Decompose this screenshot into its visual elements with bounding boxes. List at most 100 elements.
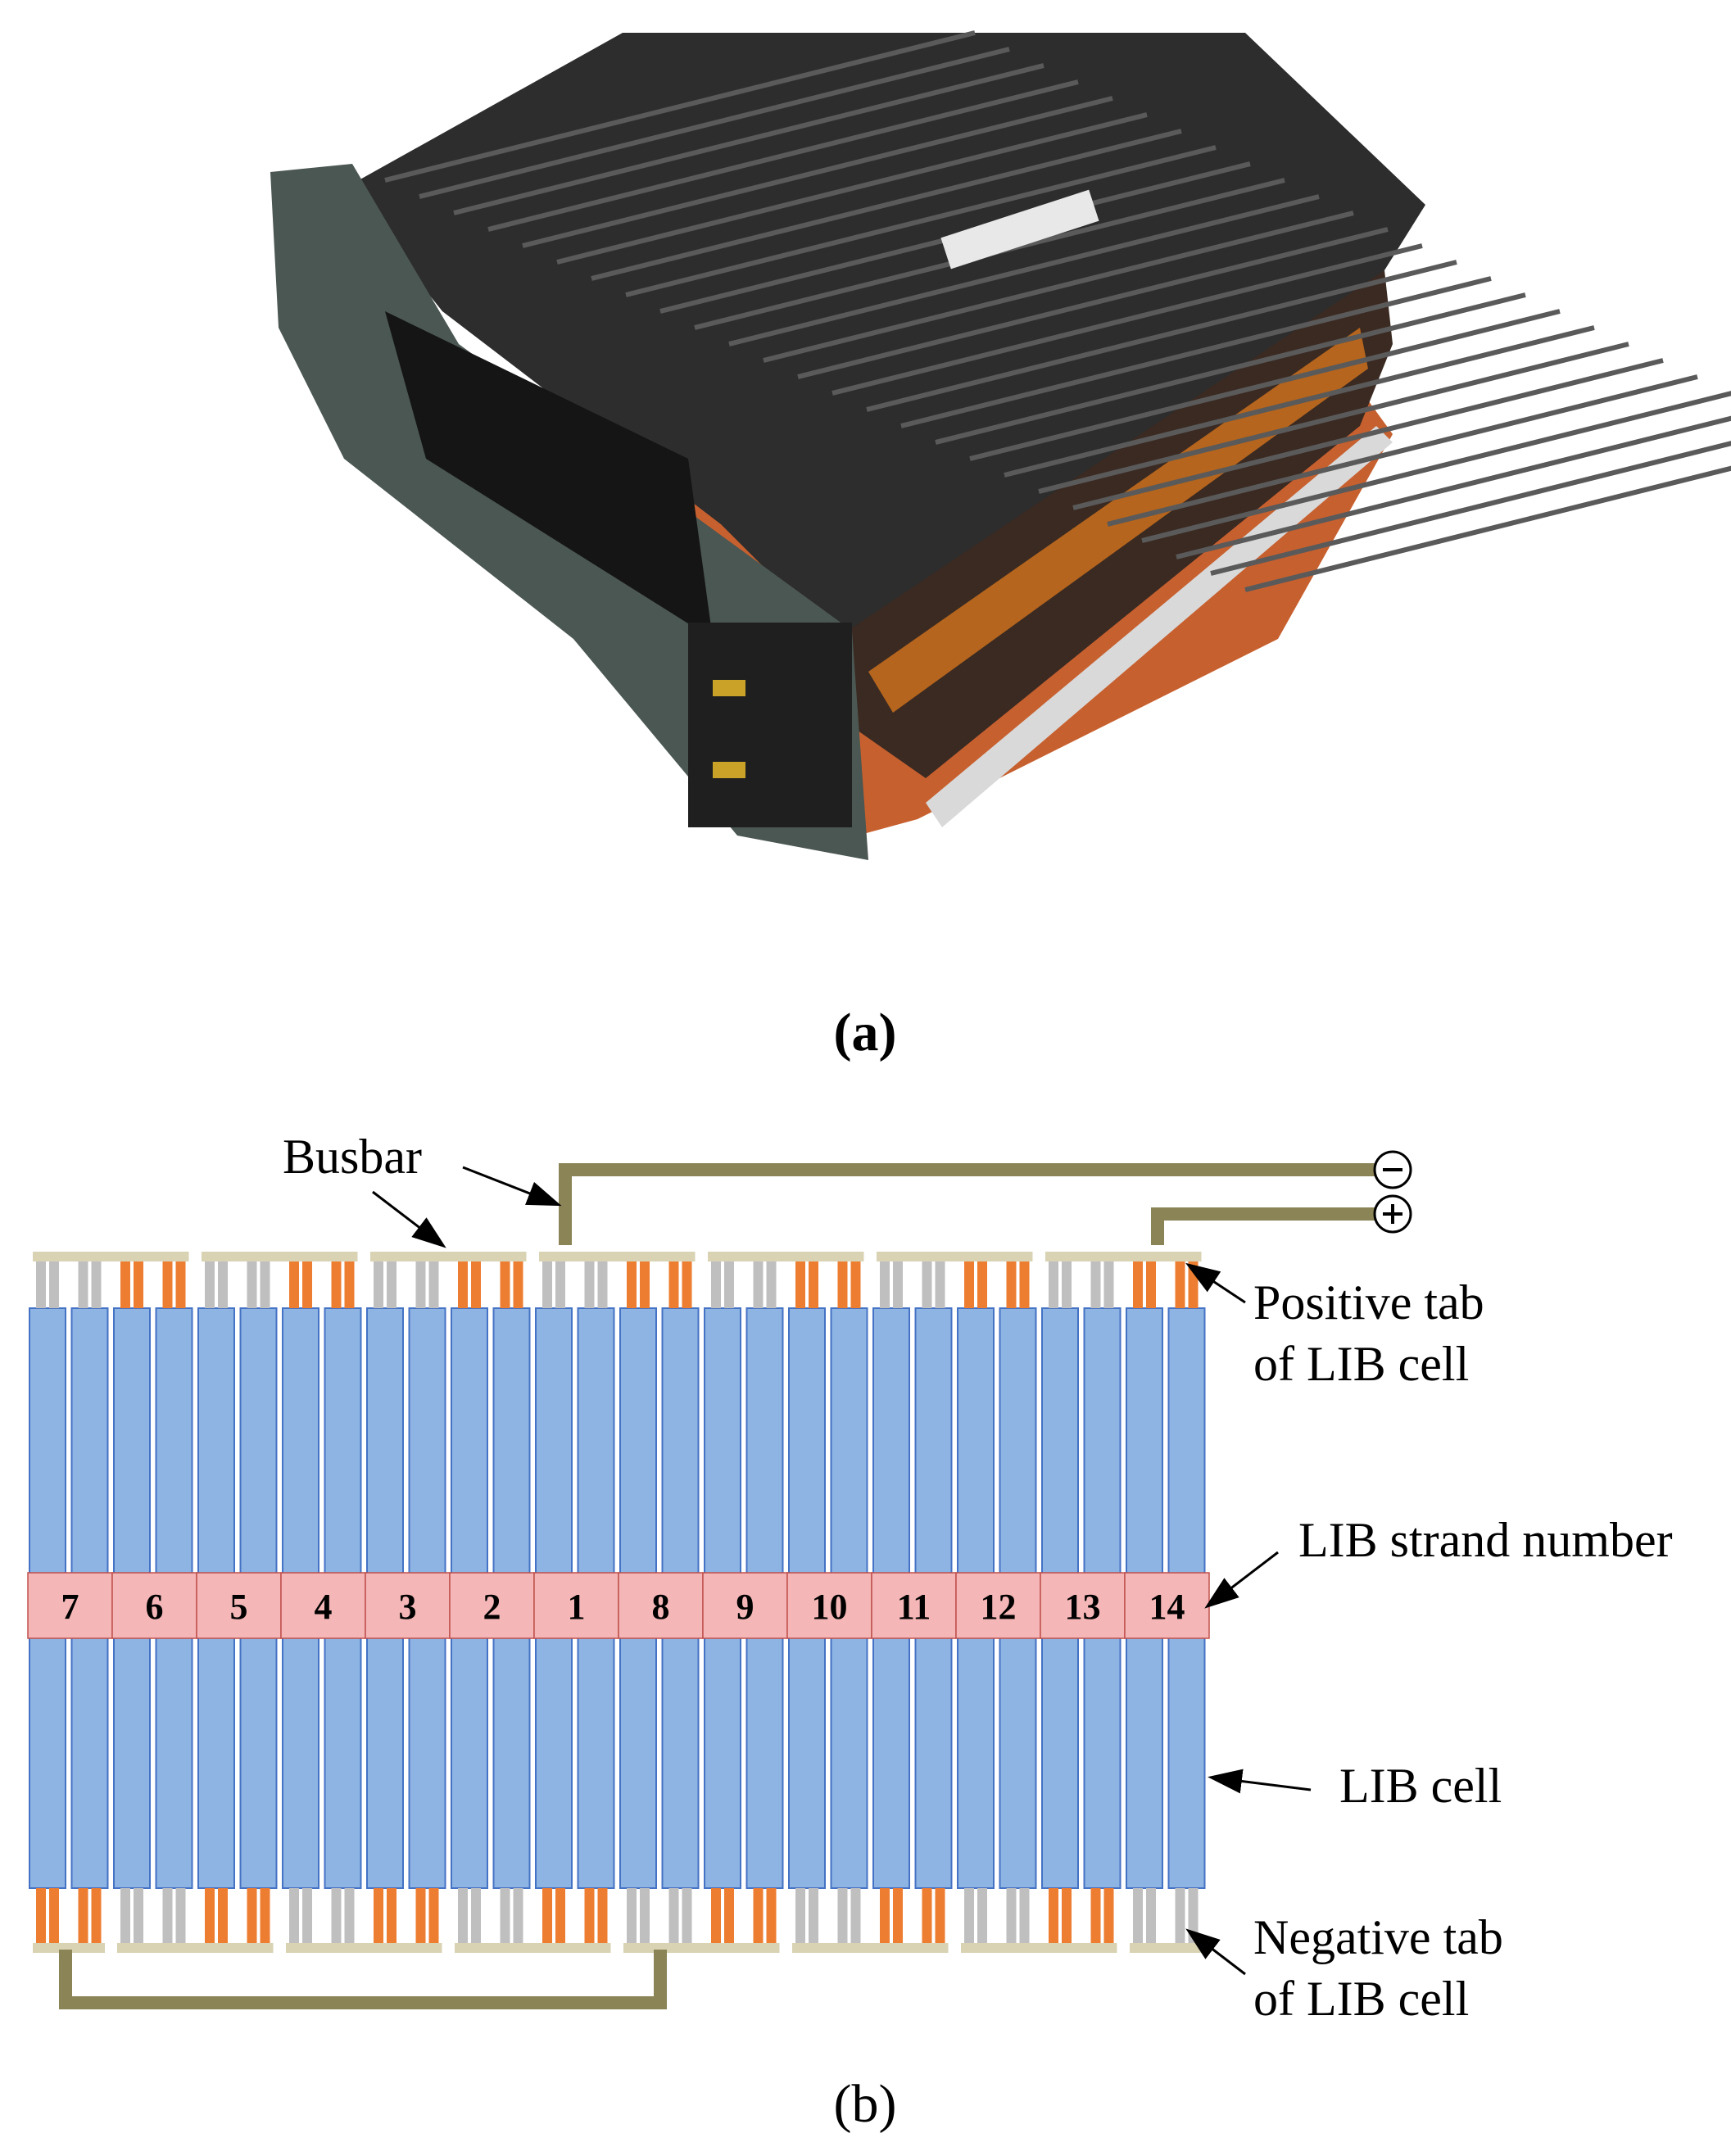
deck-stripe	[1038, 342, 1629, 494]
strand-box	[786, 1572, 872, 1639]
negative-tab	[627, 1888, 637, 1950]
positive-tab	[500, 1257, 510, 1308]
strand-number: 8	[652, 1587, 670, 1627]
deck-stripe	[1141, 391, 1731, 543]
strand-box	[955, 1572, 1041, 1639]
negative-tab	[134, 1888, 143, 1950]
bottom-busbar	[792, 1943, 949, 1953]
positive-tab	[627, 1257, 637, 1308]
negative-tab	[809, 1888, 818, 1950]
bottom-busbar	[117, 1943, 274, 1953]
negative-tab	[542, 1888, 552, 1950]
strand-number: 9	[736, 1587, 754, 1627]
positive-tab	[1049, 1257, 1058, 1308]
negative-tab	[555, 1888, 565, 1950]
deck-stripe	[556, 112, 1148, 265]
positive-tab	[36, 1257, 46, 1308]
positive-tab	[1062, 1257, 1072, 1308]
deck-stripe	[728, 194, 1320, 346]
positive-tab	[584, 1257, 595, 1308]
positive-tab	[49, 1257, 59, 1308]
negative-tab	[1103, 1888, 1114, 1950]
negative-tab	[374, 1888, 383, 1950]
negative-tab	[1006, 1888, 1017, 1950]
strand-number: 2	[483, 1587, 501, 1627]
bottom-busbar	[286, 1943, 442, 1953]
top-busbar	[877, 1252, 1033, 1261]
positive-tab	[302, 1257, 312, 1308]
bottom-busbar	[961, 1943, 1117, 1953]
negative-tab	[513, 1888, 523, 1950]
positive-tab	[331, 1257, 342, 1308]
positive-tab	[415, 1257, 426, 1308]
negative-tab	[1090, 1888, 1101, 1950]
negative-tab	[218, 1888, 228, 1950]
bottom-busbar	[623, 1943, 780, 1953]
positive-tab	[120, 1257, 130, 1308]
deck-stripe	[763, 211, 1354, 363]
bottom-busbar	[33, 1943, 105, 1953]
deck-stripe	[384, 30, 976, 183]
negative-tab	[302, 1888, 312, 1950]
negative-lead	[559, 1163, 1376, 1245]
negative-tab	[471, 1888, 481, 1950]
lib-cell-arrow	[1208, 1769, 1312, 1794]
negative-tab	[880, 1888, 890, 1950]
negative-tab	[753, 1888, 764, 1950]
negative-tab	[36, 1888, 46, 1950]
top-busbar	[370, 1252, 527, 1261]
negative-tab	[711, 1888, 721, 1950]
positive-tab	[1146, 1257, 1156, 1308]
positive-tab	[809, 1257, 818, 1308]
negative-tab	[247, 1888, 257, 1950]
negative-tab	[78, 1888, 88, 1950]
tabs-layer	[36, 1257, 1199, 1950]
panel-a-caption: (a)	[834, 1003, 897, 1062]
bottom-busbar	[1130, 1943, 1202, 1953]
deck-stripe	[1107, 374, 1698, 527]
strand-number: 14	[1149, 1587, 1185, 1627]
deck-stripe	[419, 47, 1010, 199]
positive-tab	[542, 1257, 552, 1308]
negative-tab-label-line2: of LIB cell	[1253, 1972, 1469, 2026]
strand-number-label: LIB strand number	[1298, 1513, 1673, 1567]
negative-tab	[682, 1888, 692, 1950]
positive-tab	[711, 1257, 721, 1308]
positive-tab	[175, 1257, 186, 1308]
strand-box	[1124, 1572, 1210, 1639]
strand-number: 13	[1065, 1587, 1101, 1627]
negative-tab	[49, 1888, 59, 1950]
positive-tab	[260, 1257, 270, 1308]
strand-number: 1	[568, 1587, 586, 1627]
positive-tab	[1188, 1257, 1199, 1308]
negative-tab	[205, 1888, 215, 1950]
positive-tab	[1175, 1257, 1185, 1308]
negative-tab	[668, 1888, 679, 1950]
negative-tab	[1019, 1888, 1030, 1950]
strand-box	[196, 1572, 282, 1639]
deck-stripe	[969, 309, 1561, 461]
positive-tab	[344, 1257, 355, 1308]
positive-tab	[1090, 1257, 1101, 1308]
strand-number: 12	[981, 1587, 1017, 1627]
positive-tab	[880, 1257, 890, 1308]
strand-number: 7	[61, 1587, 79, 1627]
positive-tab	[935, 1257, 945, 1308]
panel-b-caption: (b)	[834, 2074, 897, 2134]
negative-tab	[500, 1888, 510, 1950]
positive-tab	[766, 1257, 777, 1308]
deck-stripe	[797, 227, 1389, 379]
strand-box	[111, 1572, 197, 1639]
strand-box	[365, 1572, 451, 1639]
positive-tab	[682, 1257, 692, 1308]
top-busbar	[33, 1252, 189, 1261]
busbar-label: Busbar	[283, 1130, 422, 1184]
top-busbar	[1045, 1252, 1202, 1261]
positive-tab	[964, 1257, 974, 1308]
strand-number: 3	[399, 1587, 417, 1627]
negative-tab	[344, 1888, 355, 1950]
negative-tab-label-line1: Negative tab	[1253, 1910, 1503, 1964]
top-busbar	[708, 1252, 864, 1261]
negative-tab	[766, 1888, 777, 1950]
